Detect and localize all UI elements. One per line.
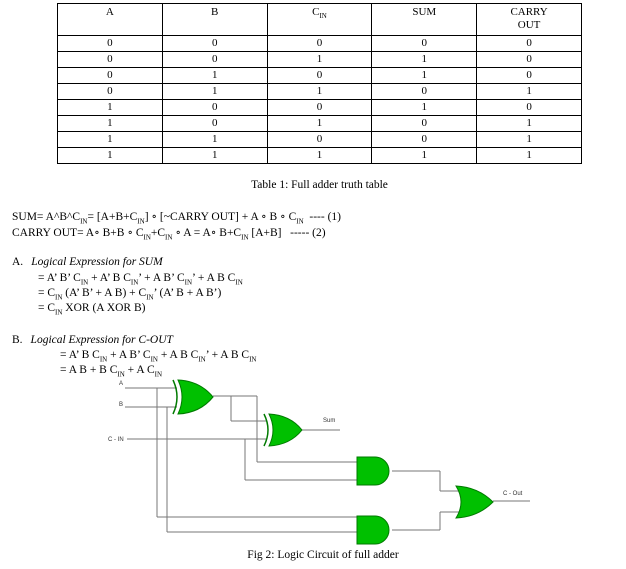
label-sum: Sum [323, 418, 335, 424]
table-cell: 1 [476, 147, 582, 164]
section-a-heading: A.Logical Expression for SUM [12, 256, 163, 268]
table-cell: 1 [57, 147, 163, 164]
and-gate-2 [356, 515, 390, 545]
label-b: B [119, 402, 123, 408]
section-b-line-1: = A’ B CIN + A B’ CIN + A B CIN’ + A B C… [60, 349, 257, 364]
label-a: A [119, 381, 123, 387]
xor-gate-2 [263, 413, 303, 447]
or-gate [455, 485, 494, 519]
xor-gate-1 [172, 379, 214, 415]
carry-equation: CARRY OUT= A∘ B+B ∘ CIN+CIN ∘ A = A∘ B+C… [12, 227, 326, 242]
section-b-heading: B.Logical Expression for C-OUT [12, 334, 173, 346]
header-sum: SUM [371, 3, 478, 36]
table-caption: Table 1: Full adder truth table [251, 179, 388, 191]
label-cin: C - IN [108, 437, 124, 443]
section-a-line-3: = CIN XOR (A XOR B) [38, 302, 146, 317]
circuit-wires [125, 387, 530, 533]
section-a-line-1: = A’ B’ CIN + A’ B CIN’ + A B’ CIN’ + A … [38, 272, 243, 287]
table-cell: 1 [266, 147, 373, 164]
section-b-line-2: = A B + B CIN + A CIN [60, 364, 163, 379]
label-cout: C - Out [503, 491, 523, 497]
section-a-line-2: = CIN (A’ B’ + A B) + CIN’ (A’ B + A B’) [38, 287, 222, 302]
table-cell: 1 [371, 147, 478, 164]
sum-equation: SUM= A^B^CIN= [A+B+CIN] ∘ [~CARRY OUT] +… [12, 211, 341, 226]
and-gate-1 [356, 456, 390, 486]
figure-caption: Fig 2: Logic Circuit of full adder [247, 549, 399, 561]
